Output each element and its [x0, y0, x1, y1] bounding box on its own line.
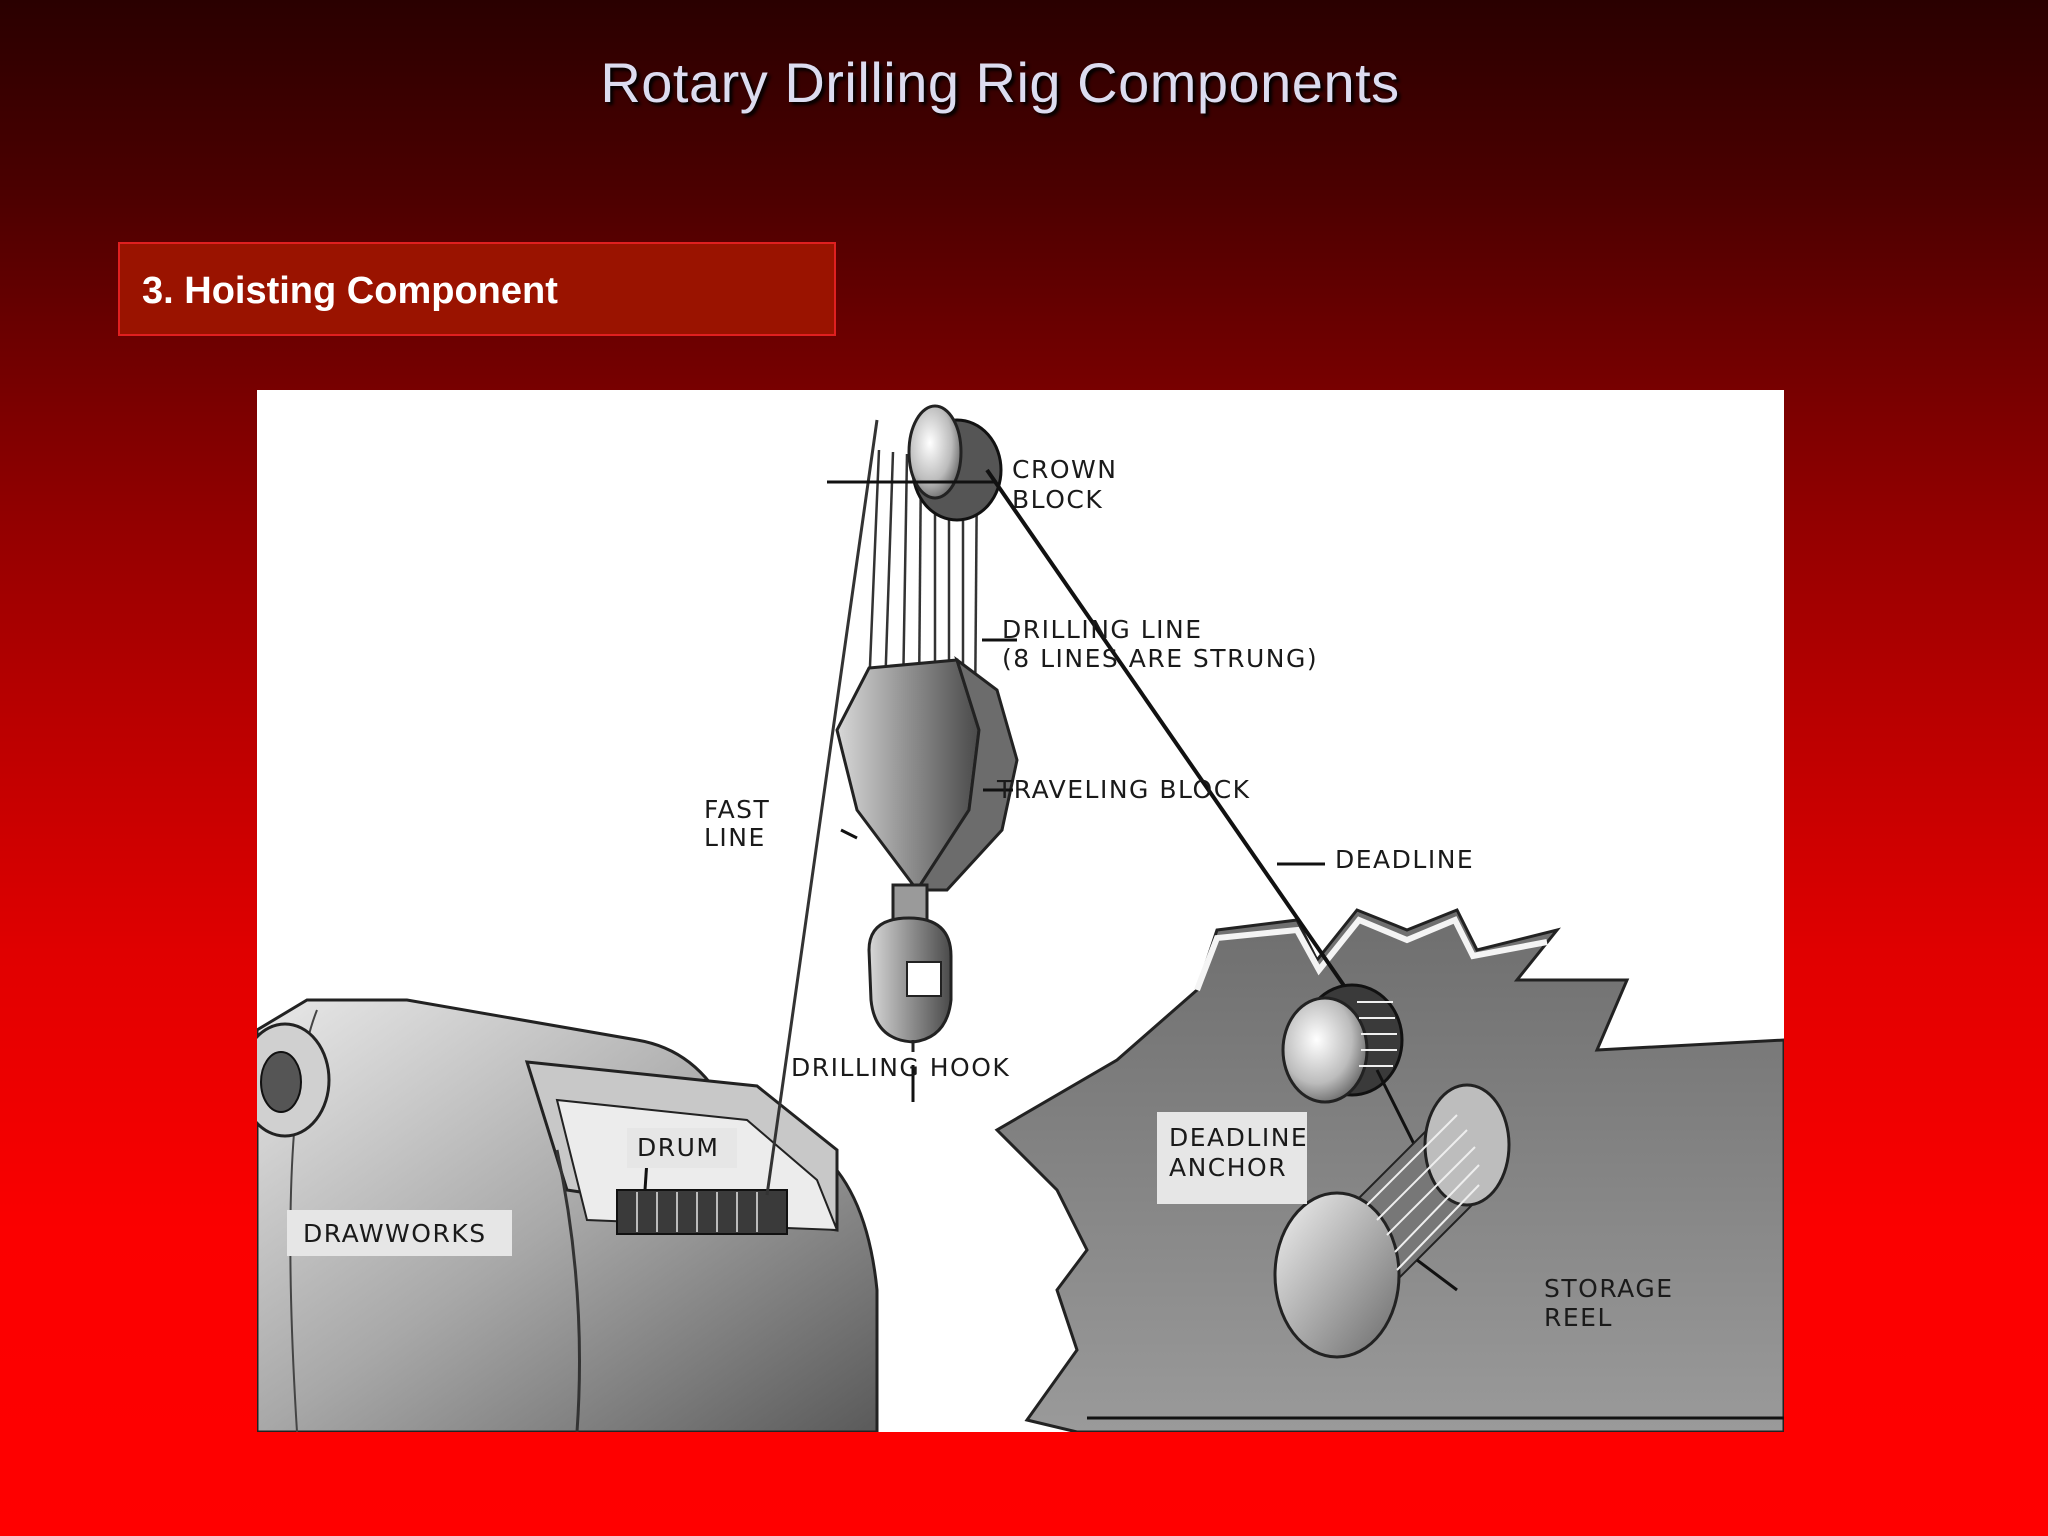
- drum-label-bg: [627, 1128, 737, 1168]
- label-drilling-line-2: (8 LINES ARE STRUNG): [1002, 644, 1318, 673]
- drawworks-label-bg: [287, 1210, 512, 1256]
- slide-title: Rotary Drilling Rig Components: [600, 51, 1400, 114]
- hoisting-diagram-svg: CROWN BLOCK DRILLING LINE (8 LINES ARE S…: [257, 404, 1784, 1432]
- label-fast-line-2: LINE: [704, 823, 766, 852]
- label-deadline: DEADLINE: [1335, 845, 1474, 874]
- label-deadline-anchor-1: DEADLINE: [1169, 1123, 1308, 1152]
- label-drawworks: DRAWWORKS: [303, 1219, 487, 1248]
- label-storage-reel-2: REEL: [1544, 1303, 1613, 1332]
- deadline-anchor-label-bg: [1157, 1112, 1307, 1204]
- floor-edge-highlight: [1194, 916, 1548, 992]
- deadline-line: [985, 468, 1349, 992]
- drawworks-drum: [616, 1189, 788, 1235]
- label-deadline-anchor-2: ANCHOR: [1169, 1153, 1287, 1182]
- drawworks-seam: [555, 1149, 581, 1432]
- crown-block: [907, 404, 1003, 522]
- label-traveling-block: TRAVELING BLOCK: [996, 775, 1251, 804]
- label-crown-block-1: CROWN: [1012, 455, 1117, 484]
- label-drilling-hook: DRILLING HOOK: [791, 1053, 1010, 1082]
- label-fast-line-1: FAST: [704, 795, 770, 824]
- section-label: 3. Hoisting Component: [142, 270, 558, 312]
- section-box: 3. Hoisting Component: [118, 242, 836, 336]
- label-storage-reel-1: STORAGE: [1544, 1274, 1674, 1303]
- storage-reel: [1273, 1083, 1511, 1359]
- hoisting-diagram: CROWN BLOCK DRILLING LINE (8 LINES ARE S…: [257, 390, 1784, 1432]
- fast-line: [765, 419, 879, 1196]
- label-drilling-line-1: DRILLING LINE: [1002, 615, 1203, 644]
- drawworks-shaft-hole: [260, 1051, 302, 1113]
- label-drum: DRUM: [637, 1133, 720, 1162]
- traveling-block-side: [914, 656, 1019, 892]
- label-crown-block-2: BLOCK: [1012, 485, 1103, 514]
- drilling-hook-window: [906, 961, 942, 997]
- drum-wraps: [636, 1192, 758, 1232]
- deadline-anchor: [1281, 983, 1404, 1104]
